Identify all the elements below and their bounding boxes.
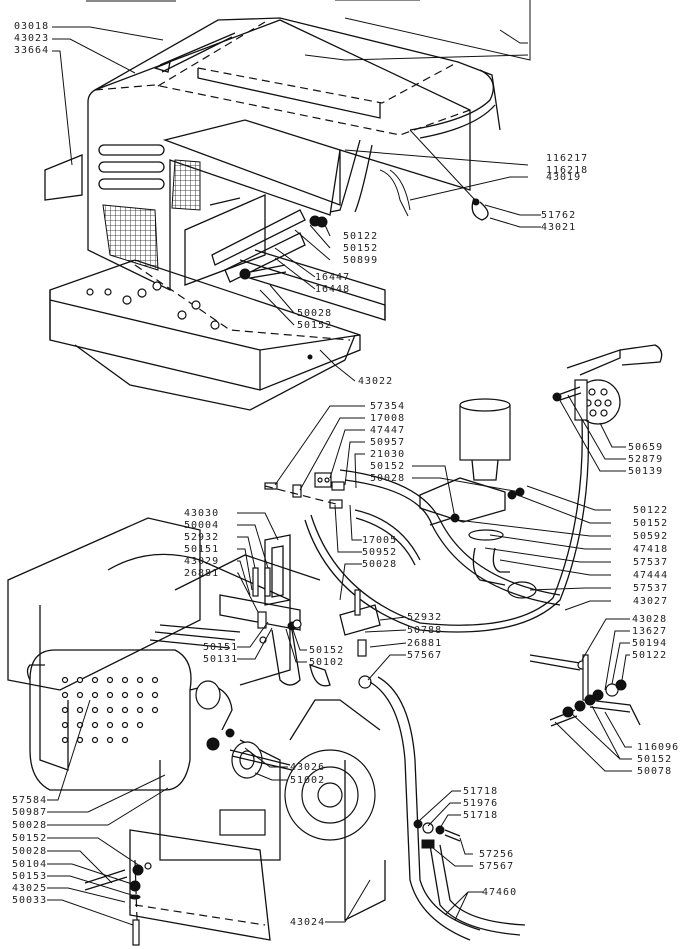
part-label: 03018	[14, 21, 50, 32]
part-label: 50788	[407, 625, 443, 636]
part-label: 57354	[370, 401, 406, 412]
part-label: 50078	[637, 766, 673, 777]
part-label: 43021	[541, 222, 577, 233]
leader-lines	[47, 26, 632, 926]
part-label: 57567	[407, 650, 443, 661]
part-label: 47418	[633, 544, 669, 555]
part-label: 50899	[343, 255, 379, 266]
part-label: 50151	[203, 642, 239, 653]
part-label: 50122	[633, 505, 669, 516]
part-label: 43029	[184, 556, 220, 567]
part-label: 50102	[309, 657, 345, 668]
part-label: 51976	[463, 798, 499, 809]
part-label: 50152	[12, 833, 48, 844]
part-label: 50028	[297, 308, 333, 319]
part-label: 16447	[315, 272, 351, 283]
part-label: 26881	[407, 638, 443, 649]
engine-block	[7, 517, 641, 946]
part-label: 50151	[184, 544, 220, 555]
part-label: 57584	[12, 795, 48, 806]
part-label: 51762	[541, 210, 577, 221]
part-label: 16448	[315, 284, 351, 295]
part-label: 52879	[628, 454, 664, 465]
throttle-and-filter	[264, 344, 663, 633]
part-label: 50659	[628, 442, 664, 453]
part-label: 50122	[632, 650, 668, 661]
part-label: 17008	[370, 413, 406, 424]
part-label: 43022	[358, 376, 394, 387]
part-label: 50104	[12, 859, 48, 870]
part-label: 52932	[184, 532, 220, 543]
engine-cover-hood	[44, 0, 531, 411]
part-label: 51718	[463, 810, 499, 821]
front-grille-upper	[171, 159, 201, 211]
part-label: 43027	[633, 596, 669, 607]
part-label: 50952	[362, 547, 398, 558]
part-label: 57537	[633, 557, 669, 568]
part-label: 50004	[184, 520, 220, 531]
front-grille-lower	[102, 204, 159, 271]
part-label: 57256	[479, 849, 515, 860]
part-label: 21030	[370, 449, 406, 460]
part-label: 50152	[297, 320, 333, 331]
part-label: 116218	[546, 165, 589, 176]
part-label: 50152	[637, 754, 673, 765]
part-label: 47447	[370, 425, 406, 436]
part-label: 50152	[633, 518, 669, 529]
part-label: 50131	[203, 654, 239, 665]
part-label: 43023	[14, 33, 50, 44]
part-label: 47460	[482, 887, 518, 898]
part-label: 50987	[12, 807, 48, 818]
part-label: 50152	[370, 461, 406, 472]
part-label: 50592	[633, 531, 669, 542]
part-label: 33664	[14, 45, 50, 56]
part-label: 116096	[637, 742, 680, 753]
part-label: 50194	[632, 638, 668, 649]
part-label: 57537	[633, 583, 669, 594]
part-label: 50028	[12, 846, 48, 857]
part-label: 51718	[463, 786, 499, 797]
part-label: 52932	[407, 612, 443, 623]
part-label: 26881	[184, 568, 220, 579]
part-label: 43019	[546, 172, 582, 183]
part-label: 50153	[12, 871, 48, 882]
part-label: 43024	[290, 917, 326, 928]
muffler-holes	[61, 676, 159, 744]
part-label: 50152	[309, 645, 345, 656]
part-label: 43025	[12, 883, 48, 894]
part-label: 50033	[12, 895, 48, 906]
part-label: 50028	[370, 473, 406, 484]
part-label: 43028	[632, 614, 668, 625]
part-label: 50028	[362, 559, 398, 570]
part-label: 43030	[184, 508, 220, 519]
part-label: 43026	[290, 762, 326, 773]
part-label: 116217	[546, 153, 589, 164]
part-label: 17005	[362, 535, 398, 546]
part-label: 57567	[479, 861, 515, 872]
part-label: 13627	[632, 626, 668, 637]
part-label: 50957	[370, 437, 406, 448]
part-label: 51002	[290, 775, 326, 786]
part-label: 50028	[12, 820, 48, 831]
part-label: 47444	[633, 570, 669, 581]
part-label: 50122	[343, 231, 379, 242]
part-label: 50139	[628, 466, 664, 477]
part-label: 50152	[343, 243, 379, 254]
